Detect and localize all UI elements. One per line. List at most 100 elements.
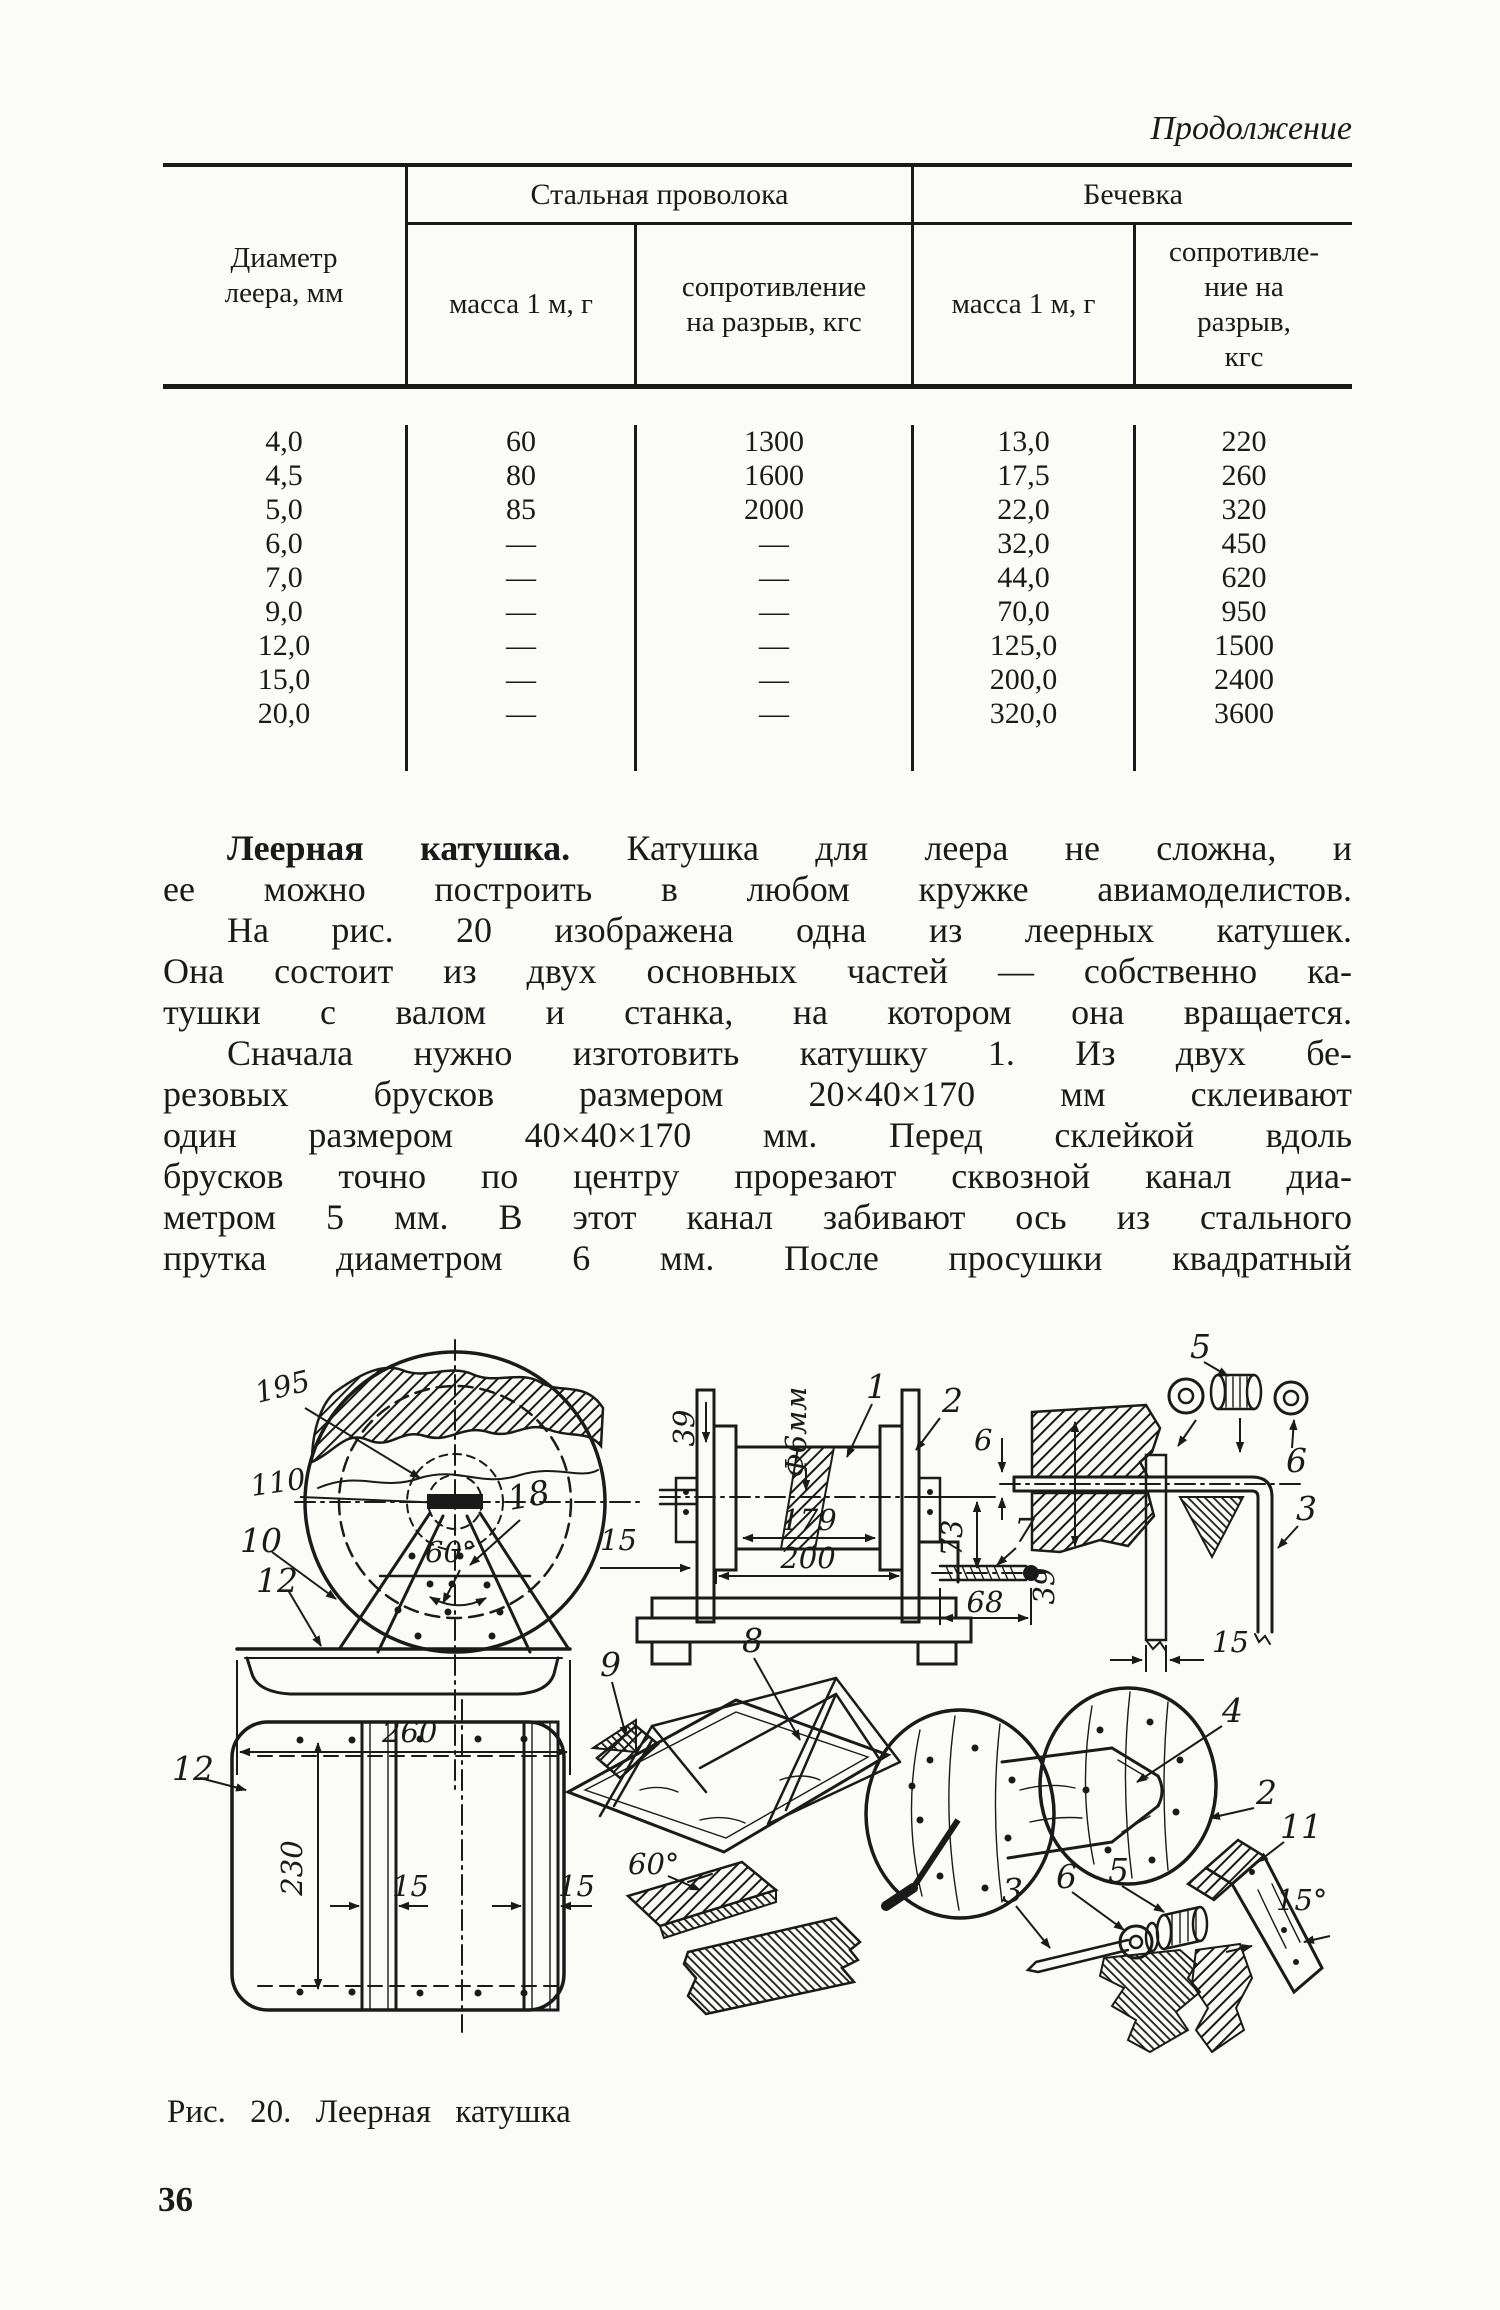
wood-grain-band (310, 1366, 605, 1464)
table-cell: 450 (1221, 527, 1267, 560)
paragraph-line: Леерная катушка. Катушка для леера не сл… (163, 828, 1352, 869)
table-cell: 44,0 (997, 561, 1050, 594)
table-col-resist-twine: 220 260 320 450 620 950 1500 2400 3600 (1136, 425, 1352, 771)
table-cell: 4,0 (265, 425, 303, 458)
table-cell: 22,0 (997, 493, 1050, 526)
fig-part-2: 2 (941, 1381, 963, 1420)
table-cell: 620 (1221, 561, 1267, 594)
table-cell: 70,0 (997, 595, 1050, 628)
table-cell: 13,0 (997, 425, 1050, 458)
table-cell: 17,5 (997, 459, 1050, 492)
table-cell: — (759, 527, 789, 560)
table-cell: 1300 (744, 425, 804, 458)
table-cell: 80 (506, 459, 536, 492)
table-group-twine: Бечевка масса 1 м, г сопротивле- ние на … (914, 167, 1352, 384)
stand-3d-sketch: 9 60° (564, 1645, 902, 2016)
table-col-diameter: 4,0 4,5 5,0 6,0 7,0 9,0 12,0 15,0 20,0 (163, 425, 408, 771)
table-cell: 2000 (744, 493, 804, 526)
table-cell: — (759, 663, 789, 696)
fig-part-6b: 6 (1056, 1857, 1077, 1896)
fig-part-5: 5 (1190, 1327, 1211, 1366)
line-text: Катушка для леера не сложна, и (570, 828, 1353, 868)
table-cell: 220 (1221, 425, 1267, 458)
line-strength-table: Диаметр леера, мм Стальная проволока мас… (163, 163, 1352, 771)
fig-part-3b: 3 (1002, 1871, 1023, 1910)
fig-part-1: 1 (866, 1367, 887, 1406)
page-number: 36 (158, 2180, 193, 2219)
fig-part-3: 3 (1296, 1489, 1317, 1528)
fig-dim-15-rail1: 15 (392, 1869, 429, 1903)
table-cell: — (506, 663, 536, 696)
fig-dim-60deg: 60° (425, 1535, 476, 1569)
fig-part-12b: 12 (172, 1749, 214, 1788)
table-cell: 12,0 (257, 629, 311, 662)
fig-part-5b: 5 (1108, 1851, 1129, 1890)
fig-part-11: 11 (1280, 1807, 1322, 1846)
group-title-steel: Стальная проволока (408, 167, 911, 225)
spool-3d-sketch: 4 2 11 3 6 5 15° (864, 1686, 1331, 2054)
fig-dim-230: 230 (275, 1840, 309, 1896)
fig-part-9: 9 (600, 1645, 621, 1684)
table-cell: 20,0 (257, 697, 311, 730)
paragraph-line: один размером 40×40×170 мм. Перед склейк… (163, 1115, 1352, 1155)
figure-caption: Рис. 20. Леерная катушка (167, 2094, 571, 2130)
table-cell: 1600 (744, 459, 804, 492)
fig-part-7: 7 (1014, 1511, 1035, 1550)
table-cell: 9,0 (265, 595, 303, 628)
table-cell: — (759, 629, 789, 662)
fig-part-2b: 2 (1255, 1773, 1277, 1812)
table-cell: 6,0 (265, 527, 303, 560)
paragraph-line: тушки с валом и станка, на котором она в… (163, 992, 1352, 1032)
fig-part-10: 10 (240, 1521, 282, 1560)
table-cell: 320,0 (989, 697, 1058, 730)
axle-detail-view: 5 6 3 15 (999, 1327, 1317, 1672)
fig-dim-6-rod: 6 (974, 1423, 992, 1457)
fig-dim-15-detail: 15 (1212, 1625, 1249, 1659)
table-cell: 3600 (1214, 697, 1274, 730)
table-header: Диаметр леера, мм Стальная проволока мас… (163, 163, 1352, 389)
fig-dim-110: 110 (248, 1462, 308, 1503)
paragraph-line: прутка диаметром 6 мм. После просушки кв… (163, 1238, 1352, 1278)
table-cell: 125,0 (989, 629, 1058, 662)
table-cell: — (759, 561, 789, 594)
table-cell: — (506, 561, 536, 594)
fig-dim-68: 68 (967, 1585, 1004, 1619)
fig-dim-179: 179 (781, 1503, 836, 1537)
table-cell: — (759, 595, 789, 628)
table-cell: — (506, 595, 536, 628)
fig-dim-260: 260 (381, 1715, 437, 1749)
table-cell: — (759, 697, 789, 730)
figure-20-line-reel-drawing: 195 110 10 12 18 60° 260 (172, 1327, 1331, 2054)
table-cell: 260 (1221, 459, 1267, 492)
paragraph-line: Она состоит из двух основных частей — со… (163, 951, 1352, 991)
fig-dim-39-right: 39 (1027, 1568, 1061, 1605)
subheader-mass-steel: масса 1 м, г (408, 225, 637, 384)
table-cell: 15,0 (257, 663, 311, 696)
paragraph-line: Сначала нужно изготовить катушку 1. Из д… (227, 1033, 1352, 1073)
table-cell: 2400 (1214, 663, 1274, 696)
table-cell: 4,5 (265, 459, 303, 492)
table-cell: 1500 (1214, 629, 1274, 662)
table-cell: — (506, 697, 536, 730)
base-plate-top-view: 12 230 15 15 (172, 1699, 595, 2033)
fig-dim-200: 200 (779, 1541, 835, 1575)
fig-dim-15-rail2: 15 (558, 1869, 595, 1903)
fig-dim-195: 195 (251, 1363, 313, 1409)
fig-part-18: 18 (505, 1472, 553, 1518)
continuation-header: Продолжение (1150, 110, 1352, 147)
table-header-diameter: Диаметр леера, мм (163, 167, 408, 384)
subheader-resist-twine: сопротивле- ние на разрыв, кгс (1168, 235, 1319, 373)
paragraph-line: ее можно построить в любом кружке авиамо… (163, 869, 1352, 909)
table-cell: — (506, 629, 536, 662)
subheader-mass-twine: масса 1 м, г (914, 225, 1136, 384)
table-cell: 7,0 (265, 561, 303, 594)
group-title-twine: Бечевка (914, 167, 1352, 225)
paragraph-line: резовых брусков размером 20×40×170 мм ск… (163, 1074, 1352, 1114)
table-col-mass-steel: 60 80 85 — — — — — — (408, 425, 637, 771)
fig-dim-15deg: 15° (1276, 1883, 1327, 1917)
front-view-reel: 39 Ф6мм 1 2 15 179 200 8 6 73 7 (600, 1367, 1061, 1741)
table-cell: 320 (1221, 493, 1267, 526)
fig-dim-60deg-b: 60° (628, 1847, 679, 1881)
fig-dim-15-left: 15 (600, 1523, 637, 1557)
